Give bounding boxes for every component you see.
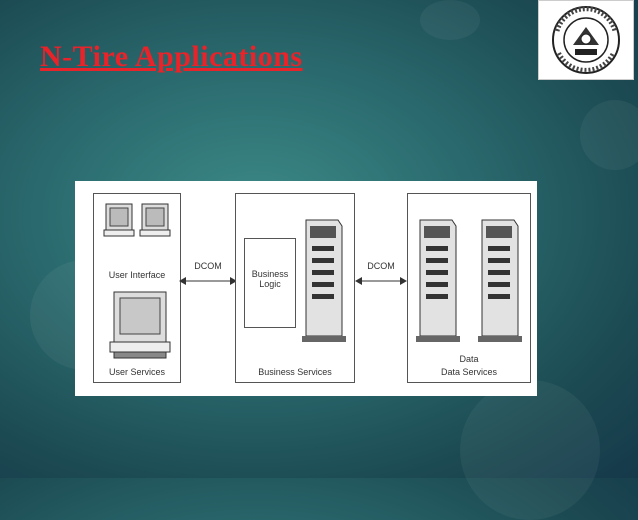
- user-services-label: User Services: [108, 367, 165, 377]
- decor-circle: [420, 0, 480, 40]
- server-icon: [416, 219, 460, 342]
- user-interface-label: User Interface: [108, 270, 166, 280]
- server-icon: [302, 219, 346, 342]
- double-arrow-icon: [179, 277, 237, 285]
- data-services-panel: Data Data Services: [407, 193, 531, 383]
- dcom-label-left: DCOM: [194, 261, 222, 271]
- decor-circle: [460, 380, 600, 520]
- business-services-label: Business Services: [258, 367, 332, 377]
- college-logo: [538, 0, 634, 80]
- monitor-icons: [103, 203, 171, 359]
- decor-circle: [580, 100, 638, 170]
- business-services-panel: Business Logic Business Services: [235, 193, 355, 383]
- slide-title: N-Tire Applications: [40, 40, 303, 73]
- business-logic-label: Business Logic: [251, 269, 289, 289]
- business-logic-box: Business Logic: [244, 238, 296, 328]
- data-services-label: Data Services: [440, 367, 498, 377]
- double-arrow-icon: [355, 277, 407, 285]
- server-icon: [478, 219, 522, 342]
- data-label: Data: [459, 354, 479, 364]
- college-seal-icon: [552, 6, 620, 74]
- user-services-panel: User Interface User Services: [93, 193, 181, 383]
- dcom-label-right: DCOM: [367, 261, 395, 271]
- n-tier-diagram: User Interface User Services DCOM Busine…: [75, 181, 537, 396]
